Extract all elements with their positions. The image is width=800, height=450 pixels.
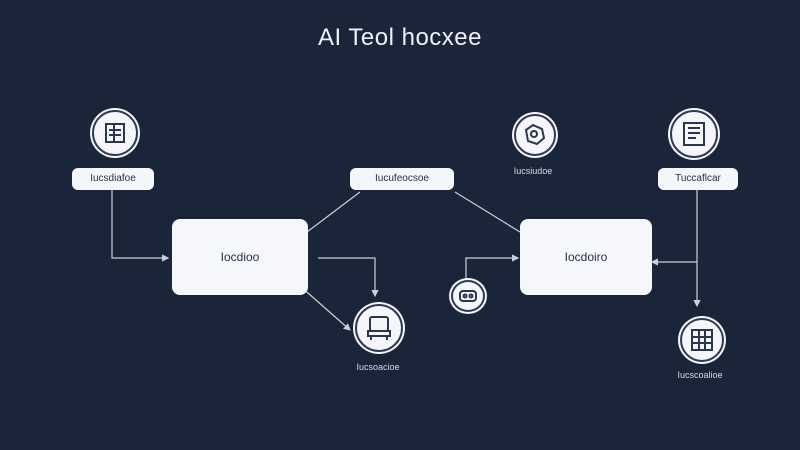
- box-right: Iocdoiro: [520, 219, 652, 295]
- caption-top-center: Iucsiudoe: [513, 166, 553, 176]
- building-icon: [92, 110, 138, 156]
- connector-box-left-to-chair-diagonal: [299, 285, 351, 331]
- connector-pill-center-to-box-right: [454, 191, 521, 233]
- diagram-title: AI Teol hocxee: [318, 24, 482, 51]
- pill-right: Tuccaflcar: [658, 168, 738, 190]
- puzzle-icon: [514, 114, 556, 156]
- connector-pill-left-to-box-left: [111, 190, 170, 262]
- chair-icon: [355, 304, 403, 352]
- caption-bottom-center: Iucsoacioe: [356, 362, 400, 372]
- connector-robot-to-box-right: [465, 254, 520, 282]
- pill-left: Iucsdiafoe: [72, 168, 154, 190]
- connector-box-left-to-chair: [318, 257, 379, 298]
- caption-bottom-right: Iucscoalioe: [677, 370, 723, 380]
- pill-center: Iucufeocsoe: [350, 168, 454, 190]
- robot-icon: [451, 280, 485, 312]
- document-icon: [670, 110, 718, 158]
- connector-box-left-to-pill-center: [306, 191, 361, 233]
- grid-icon: [680, 318, 724, 362]
- box-left: Iocdioo: [172, 219, 308, 295]
- connector-pill-right-to-box-right: [650, 190, 698, 266]
